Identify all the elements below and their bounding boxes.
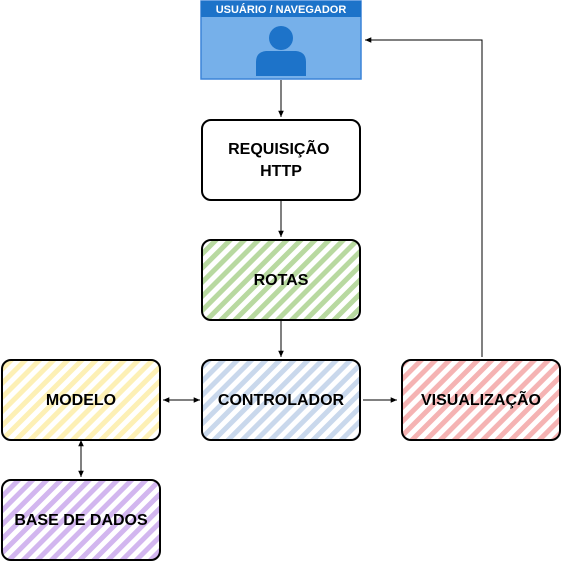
node-controller: CONTROLADOR (201, 359, 361, 441)
model-label: MODELO (46, 392, 116, 409)
user-label: USUÁRIO / NAVEGADOR (216, 3, 347, 16)
node-model: MODELO (1, 359, 161, 441)
view-box (401, 359, 561, 441)
routes-box (201, 239, 361, 321)
node-database: BASE DE DADOS (1, 479, 161, 561)
node-user: USUÁRIO / NAVEGADOR (200, 0, 362, 80)
node-routes: ROTAS (201, 239, 361, 321)
routes-label: ROTAS (254, 272, 309, 289)
node-view: VISUALIZAÇÃO (401, 359, 561, 441)
model-box (1, 359, 161, 441)
edges (78, 37, 483, 477)
node-request: REQUISIÇÃO HTTP (201, 119, 361, 201)
request-label-line-2: HTTP (260, 163, 302, 180)
request-box (201, 119, 361, 201)
edge-view-to-user (365, 37, 483, 357)
controller-label: CONTROLADOR (218, 392, 345, 409)
database-box (1, 479, 161, 561)
user-header-bar (201, 1, 361, 17)
user-icon (256, 26, 306, 76)
request-label-line-1: REQUISIÇÃO (228, 138, 329, 158)
request-label: REQUISIÇÃO HTTP (228, 138, 334, 180)
controller-box (201, 359, 361, 441)
database-label: BASE DE DADOS (14, 512, 148, 529)
view-label: VISUALIZAÇÃO (421, 389, 541, 409)
